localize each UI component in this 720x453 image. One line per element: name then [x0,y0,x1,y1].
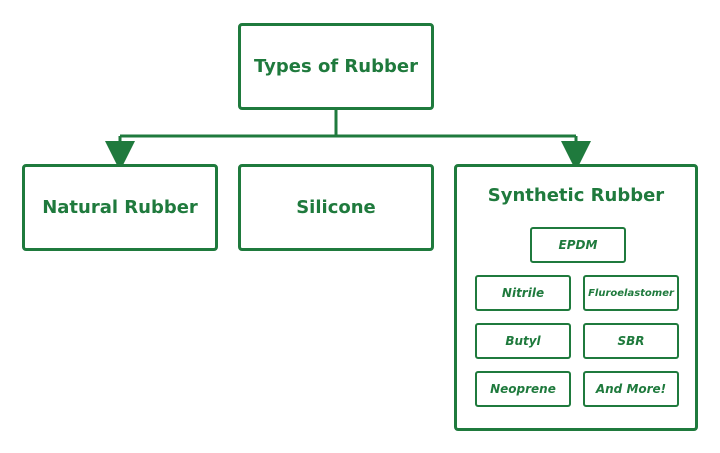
subnode-sbr: SBR [583,323,679,359]
node-silicone-label: Silicone [296,197,376,218]
node-silicone: Silicone [238,164,434,251]
root-node-label: Types of Rubber [254,56,418,77]
subnode-epdm: EPDM [530,227,626,263]
root-node-types-of-rubber: Types of Rubber [238,23,434,110]
subnode-neoprene: Neoprene [475,371,571,407]
node-synthetic-rubber: Synthetic Rubber EPDM Nitrile Fluroelast… [454,164,698,431]
subnode-nitrile: Nitrile [475,275,571,311]
node-natural-rubber-label: Natural Rubber [42,197,198,218]
node-natural-rubber: Natural Rubber [22,164,218,251]
node-synthetic-rubber-label: Synthetic Rubber [487,185,665,206]
subnode-fluroelastomer: Fluroelastomer [583,275,679,311]
subnode-and-more: And More! [583,371,679,407]
subnode-butyl: Butyl [475,323,571,359]
